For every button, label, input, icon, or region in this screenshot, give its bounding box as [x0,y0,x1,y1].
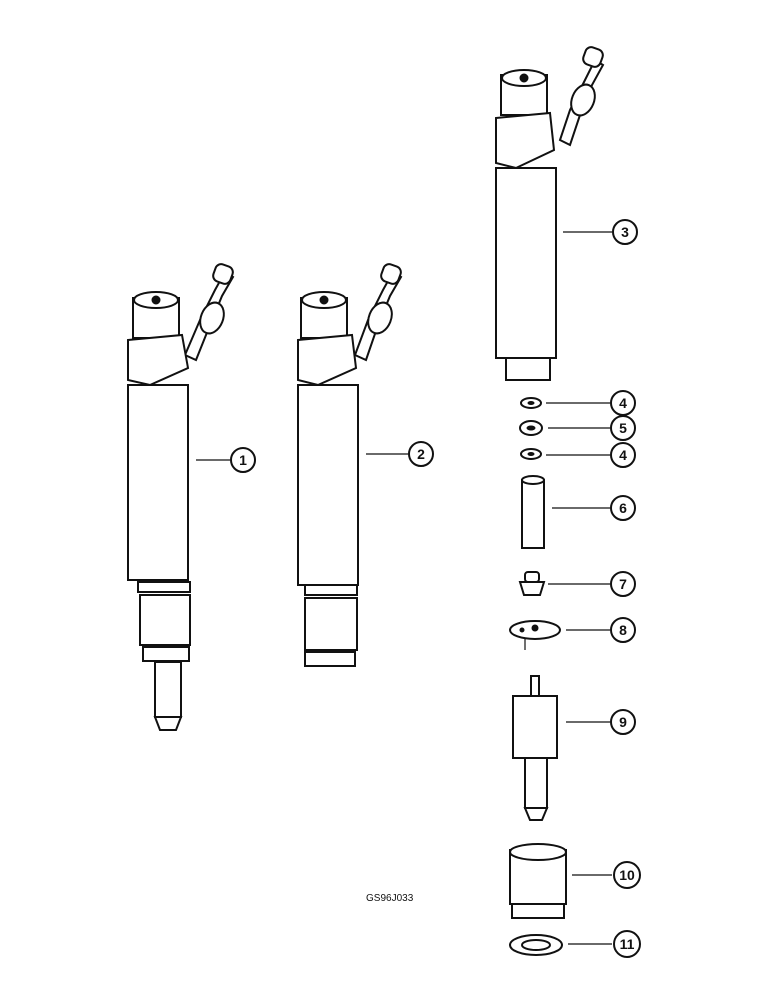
callout-7: 7 [610,571,636,597]
callout-2-label: 2 [417,446,425,462]
washer-5 [519,420,543,436]
callout-4-lower-label: 4 [619,447,627,463]
intermediate-plate-8 [509,620,561,650]
shim-4-lower [520,448,542,460]
callout-4-upper-label: 4 [619,395,627,411]
callout-11-label: 11 [620,936,635,952]
callout-6-label: 6 [619,500,627,516]
callout-2: 2 [408,441,434,467]
callout-4-lower: 4 [610,442,636,468]
callout-11: 11 [613,930,641,958]
injector-assembly-2 [297,263,403,667]
spring-6 [521,475,545,549]
injector-holder-3 [495,46,605,381]
sealing-washer-11 [509,934,563,956]
injector-assembly-1 [127,263,235,731]
callout-1-label: 1 [239,452,247,468]
callout-5: 5 [610,415,636,441]
nozzle-9 [512,675,558,821]
callout-1: 1 [230,447,256,473]
leader-lines [196,231,612,945]
callout-4-upper: 4 [610,390,636,416]
shim-4-upper [520,397,542,409]
callout-9: 9 [610,709,636,735]
callout-3-label: 3 [621,224,629,240]
spindle-7 [518,571,546,596]
callout-5-label: 5 [619,420,627,436]
callout-9-label: 9 [619,714,627,730]
callout-8: 8 [610,617,636,643]
callout-6: 6 [610,495,636,521]
callout-10: 10 [613,861,641,889]
callout-7-label: 7 [619,576,627,592]
callout-3: 3 [612,219,638,245]
callout-8-label: 8 [619,622,627,638]
nozzle-nut-10 [509,843,567,919]
callout-10-label: 10 [619,867,635,883]
figure-code: GS96J033 [366,893,414,904]
